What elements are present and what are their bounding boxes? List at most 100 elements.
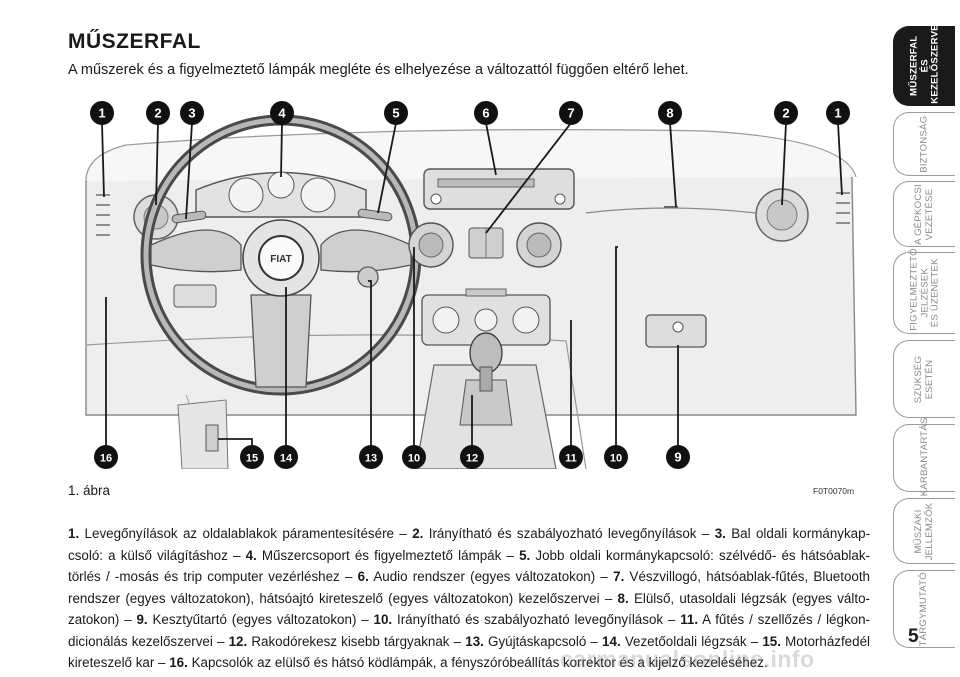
legend-number: 15.: [762, 633, 781, 649]
callout-marker: [240, 445, 264, 469]
callout-number: 1: [834, 106, 841, 121]
legend-number: 16.: [169, 655, 188, 670]
callout-number: 1: [98, 106, 105, 121]
callout-marker: [270, 101, 294, 125]
callout-number: 8: [666, 106, 673, 121]
figure-legend: 1. Levegőnyílások az oldalablakok párame…: [68, 523, 870, 674]
legend-text: Vészvillogó, hátsóablak-fűtés, Bluetooth…: [68, 569, 870, 606]
legend-text: Audio rendszer (egyes változatokon) –: [368, 569, 614, 584]
callout-marker: [826, 101, 850, 125]
watermark: carmanualsonline.info: [560, 646, 815, 672]
legend-text: A fűtés / szellőzés / légkon­dicionálás …: [68, 612, 871, 649]
callout-leader-line: [368, 280, 372, 446]
legend-text: Műszercsoport és figyelmeztető lámpák –: [256, 547, 520, 563]
callout-marker: [180, 101, 204, 125]
legend-number: 8.: [617, 590, 629, 606]
legend-text: Bal oldali kormánykap­csoló: a külső vil…: [68, 526, 871, 563]
chapter-tab[interactable]: MŰSZAKI JELLEMZŐK: [893, 498, 955, 564]
callout-number: 4: [278, 106, 286, 121]
legend-number: 12.: [228, 633, 248, 649]
callout-number: 14: [280, 453, 293, 465]
callout-number: 10: [610, 453, 622, 465]
callout-number: 10: [408, 453, 420, 465]
callout-leader-line: [669, 122, 677, 208]
callout-leader-line: [485, 122, 497, 176]
chapter-tab-label: FIGYELMEZTETŐ JELZÉSEK ÉS ÜZENETEK: [907, 248, 940, 331]
callout-leader-line: [218, 438, 253, 446]
chapter-tab[interactable]: KARBANTARTÁS: [893, 417, 955, 496]
callout-leader-line: [155, 122, 159, 206]
chapter-tab-label: A GÉPKOCSI VEZETÉSE: [913, 183, 935, 245]
callout-leader-line: [485, 122, 572, 234]
chapter-tab[interactable]: FIGYELMEZTETŐ JELZÉSEK ÉS ÜZENETEK: [893, 248, 955, 334]
page-number: 5: [908, 626, 919, 647]
legend-number: 7.: [613, 569, 625, 584]
page-title: MŰSZERFAL: [68, 30, 201, 53]
callout-leader-line: [615, 246, 618, 446]
callout-marker: [384, 101, 408, 125]
callout-number: 16: [100, 453, 112, 465]
callout-marker: [604, 445, 628, 469]
legend-number: 9.: [136, 612, 148, 627]
callout-number: 11: [565, 453, 577, 465]
legend-text: Motor­házfedél kireteszelő kar –: [68, 633, 870, 671]
callout-number: 5: [392, 106, 399, 121]
legend-text: Gyújtáskapcsoló –: [483, 633, 603, 649]
callout-number: 2: [154, 106, 161, 121]
chapter-tab[interactable]: A GÉPKOCSI VEZETÉSE: [893, 181, 955, 247]
callout-number: 9: [674, 450, 681, 465]
callout-marker: [559, 445, 583, 469]
legend-number: 5.: [519, 547, 531, 563]
callout-marker: [146, 101, 170, 125]
legend-text: Rakodórekesz kisebb tárgyaknak –: [247, 633, 466, 649]
dashboard-illustration: FIAT: [85, 101, 857, 469]
legend-number: 2.: [412, 526, 424, 541]
legend-number: 13.: [465, 633, 484, 649]
callout-marker: [460, 445, 484, 469]
legend-number: 3.: [714, 526, 726, 541]
callout-marker: [274, 445, 298, 469]
callout-number: 3: [188, 106, 195, 121]
page-subtitle: A műszerek és a figyelmeztető lámpák meg…: [68, 62, 689, 78]
callout-marker: [402, 445, 426, 469]
callout-marker: [559, 101, 583, 125]
callout-leader-line: [837, 122, 843, 196]
legend-text: Elülső, utasoldali légzsák (egyes válto­…: [68, 590, 870, 628]
legend-text: Vezetőoldali légzsák –: [620, 633, 763, 649]
legend-text: Irányítható és szabályozható levegőnyílá…: [423, 526, 715, 541]
legend-number: 11.: [680, 612, 699, 627]
chapter-tab-label: SZÜKSÉG ESETÉN: [913, 355, 935, 403]
fiat-logo: FIAT: [270, 254, 291, 265]
figure-code: F0T0070m: [813, 486, 855, 496]
callout-number: 12: [466, 453, 478, 465]
legend-number: 10.: [373, 612, 393, 627]
callout-marker: [90, 101, 114, 125]
callout-leader-line: [280, 122, 283, 178]
legend-number: 6.: [357, 569, 369, 584]
callout-leader-line: [101, 122, 105, 198]
callout-marker: [474, 101, 498, 125]
legend-number: 14.: [602, 633, 621, 649]
callout-number: 6: [482, 106, 489, 121]
figure-caption: 1. ábra: [68, 483, 111, 498]
legend-text: Kapcsolók az elülső és hátsó ködlámpák, …: [187, 655, 768, 670]
callout-marker: [658, 101, 682, 125]
callout-number: 2: [782, 106, 789, 121]
callout-leader-line: [781, 122, 787, 206]
chapter-tab-label: KARBANTARTÁS: [918, 417, 930, 496]
chapter-tab[interactable]: SZÜKSÉG ESETÉN: [893, 340, 955, 418]
dashboard-figure: FIAT: [66, 95, 872, 469]
callout-marker: [666, 445, 690, 469]
chapter-tab-label: TÁRGYMUTATÓ: [918, 571, 930, 647]
legend-text: Jobb oldali kormánykapcsoló: szélvédő- é…: [68, 547, 870, 585]
chapter-tab[interactable]: TÁRGYMUTATÓ: [893, 570, 955, 648]
chapter-tab-label: MŰSZAKI JELLEMZŐK: [913, 502, 935, 560]
chapter-tab[interactable]: MŰSZERFAL ÉS KEZELŐSZERVEK: [893, 17, 955, 106]
callout-marker: [774, 101, 798, 125]
callout-marker: [94, 445, 118, 469]
chapter-tab[interactable]: BIZTONSÁG: [893, 112, 955, 176]
right-side-vent: [836, 192, 850, 224]
legend-text: Levegőnyílások az oldalablakok páramente…: [79, 526, 413, 541]
callout-number: 7: [567, 106, 574, 121]
callout-number: 15: [246, 453, 258, 465]
